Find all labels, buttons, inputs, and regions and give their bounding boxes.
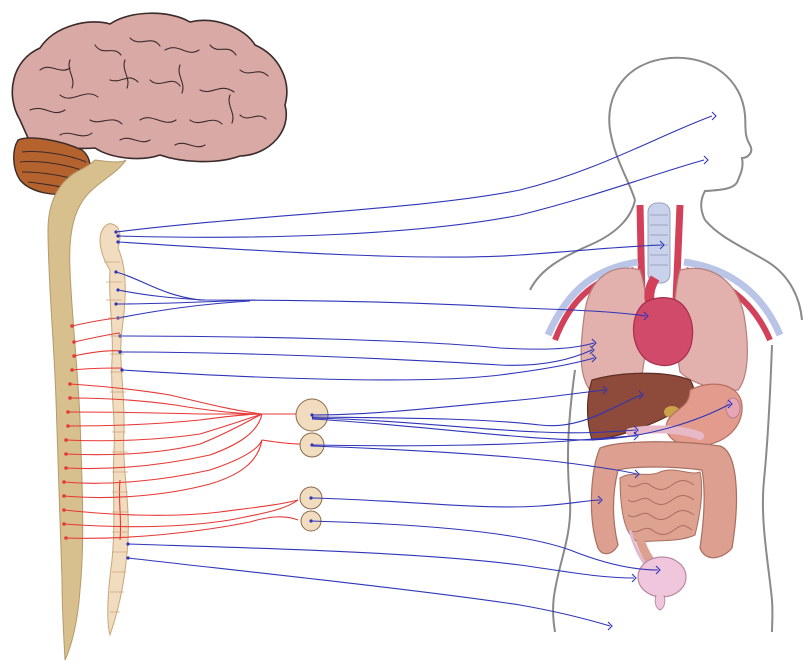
spleen-icon [725, 397, 741, 419]
pancreas-icon [626, 425, 704, 440]
neck-vessels-icon [636, 202, 684, 301]
brain-icon [11, 12, 288, 196]
cerebrum-icon [11, 12, 288, 163]
trachea-icon [647, 202, 671, 284]
right-side-outline [761, 344, 774, 633]
left-side-outline [552, 369, 576, 633]
bladder-icon [628, 529, 687, 611]
left-shoulder-outline [529, 199, 636, 291]
postganglionic-fibers [115, 115, 731, 627]
preganglionic-fibers [63, 317, 301, 541]
sympathetic-chain-icon [99, 223, 129, 637]
head-outline [608, 56, 753, 221]
small-intestine-icon [619, 469, 703, 543]
intestines-icon [590, 441, 738, 571]
torso-icon [529, 56, 803, 633]
lungs-icon [580, 267, 748, 391]
chain-synapse-points [114, 230, 314, 560]
right-shoulder-outline [704, 219, 803, 321]
spinal-cord-icon [47, 159, 127, 661]
fiber-terminals [589, 111, 733, 631]
preganglionic-endpoints [62, 324, 76, 540]
chain-ganglia-segments [104, 261, 128, 613]
large-intestine-icon [590, 441, 738, 559]
heart-icon [632, 275, 694, 367]
